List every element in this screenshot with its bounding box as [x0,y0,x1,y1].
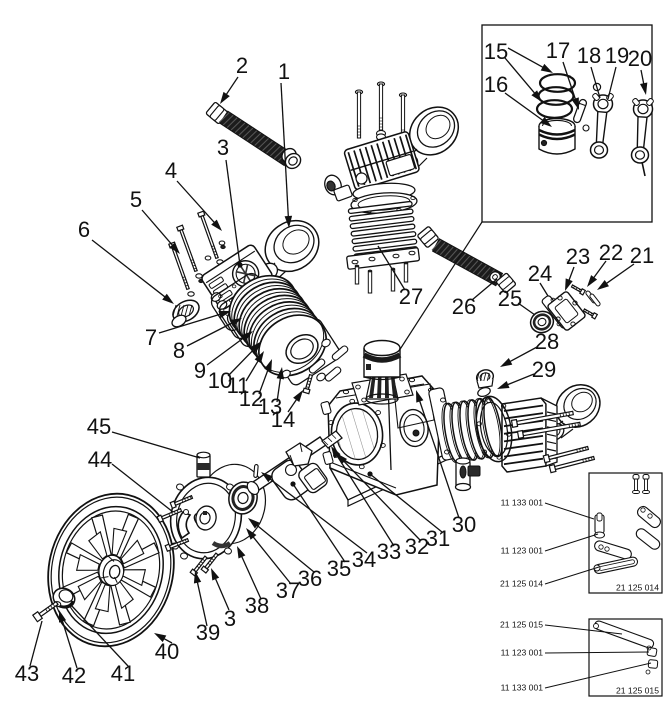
svg-text:29: 29 [532,357,556,382]
svg-text:32: 32 [405,534,429,559]
svg-text:4: 4 [165,158,177,183]
svg-text:38: 38 [245,593,269,618]
svg-text:23: 23 [566,244,590,269]
svg-text:28: 28 [535,329,559,354]
svg-text:3: 3 [217,135,229,160]
svg-text:1: 1 [278,59,290,84]
svg-text:11 133 001: 11 133 001 [501,682,544,692]
svg-text:27: 27 [399,284,423,309]
svg-text:31: 31 [426,526,450,551]
svg-text:14: 14 [271,407,295,432]
svg-text:11 133 001: 11 133 001 [501,497,544,507]
svg-text:36: 36 [298,566,322,591]
svg-text:6: 6 [78,217,90,242]
svg-text:19: 19 [605,43,629,68]
svg-text:40: 40 [155,639,179,664]
svg-text:21: 21 [630,243,654,268]
svg-text:41: 41 [111,661,135,686]
svg-text:18: 18 [577,43,601,68]
svg-text:7: 7 [145,325,157,350]
svg-text:26: 26 [452,294,476,319]
svg-text:33: 33 [377,539,401,564]
svg-text:8: 8 [173,338,185,363]
svg-text:39: 39 [196,620,220,645]
svg-text:21 125 015: 21 125 015 [500,619,543,629]
svg-text:11 123 001: 11 123 001 [501,647,544,657]
svg-text:10: 10 [208,368,232,393]
svg-text:20: 20 [628,46,652,71]
svg-text:43: 43 [15,661,39,686]
svg-text:3: 3 [224,606,236,631]
svg-text:11 123 001: 11 123 001 [501,545,544,555]
svg-text:45: 45 [87,414,111,439]
svg-text:17: 17 [546,38,570,63]
svg-text:16: 16 [484,72,508,97]
svg-text:30: 30 [452,512,476,537]
svg-text:21 125 015: 21 125 015 [616,685,659,695]
svg-text:9: 9 [194,358,206,383]
svg-text:12: 12 [239,386,263,411]
svg-text:35: 35 [327,556,351,581]
svg-text:5: 5 [130,187,142,212]
svg-text:22: 22 [599,240,623,265]
svg-text:2: 2 [236,53,248,78]
svg-text:15: 15 [484,39,508,64]
svg-text:44: 44 [88,447,112,472]
svg-text:21 125 014: 21 125 014 [616,582,659,592]
svg-text:24: 24 [528,261,552,286]
svg-text:42: 42 [62,663,86,688]
svg-text:11: 11 [227,373,250,398]
svg-text:37: 37 [276,578,300,603]
svg-text:21 125 014: 21 125 014 [500,578,543,588]
svg-text:25: 25 [498,286,522,311]
